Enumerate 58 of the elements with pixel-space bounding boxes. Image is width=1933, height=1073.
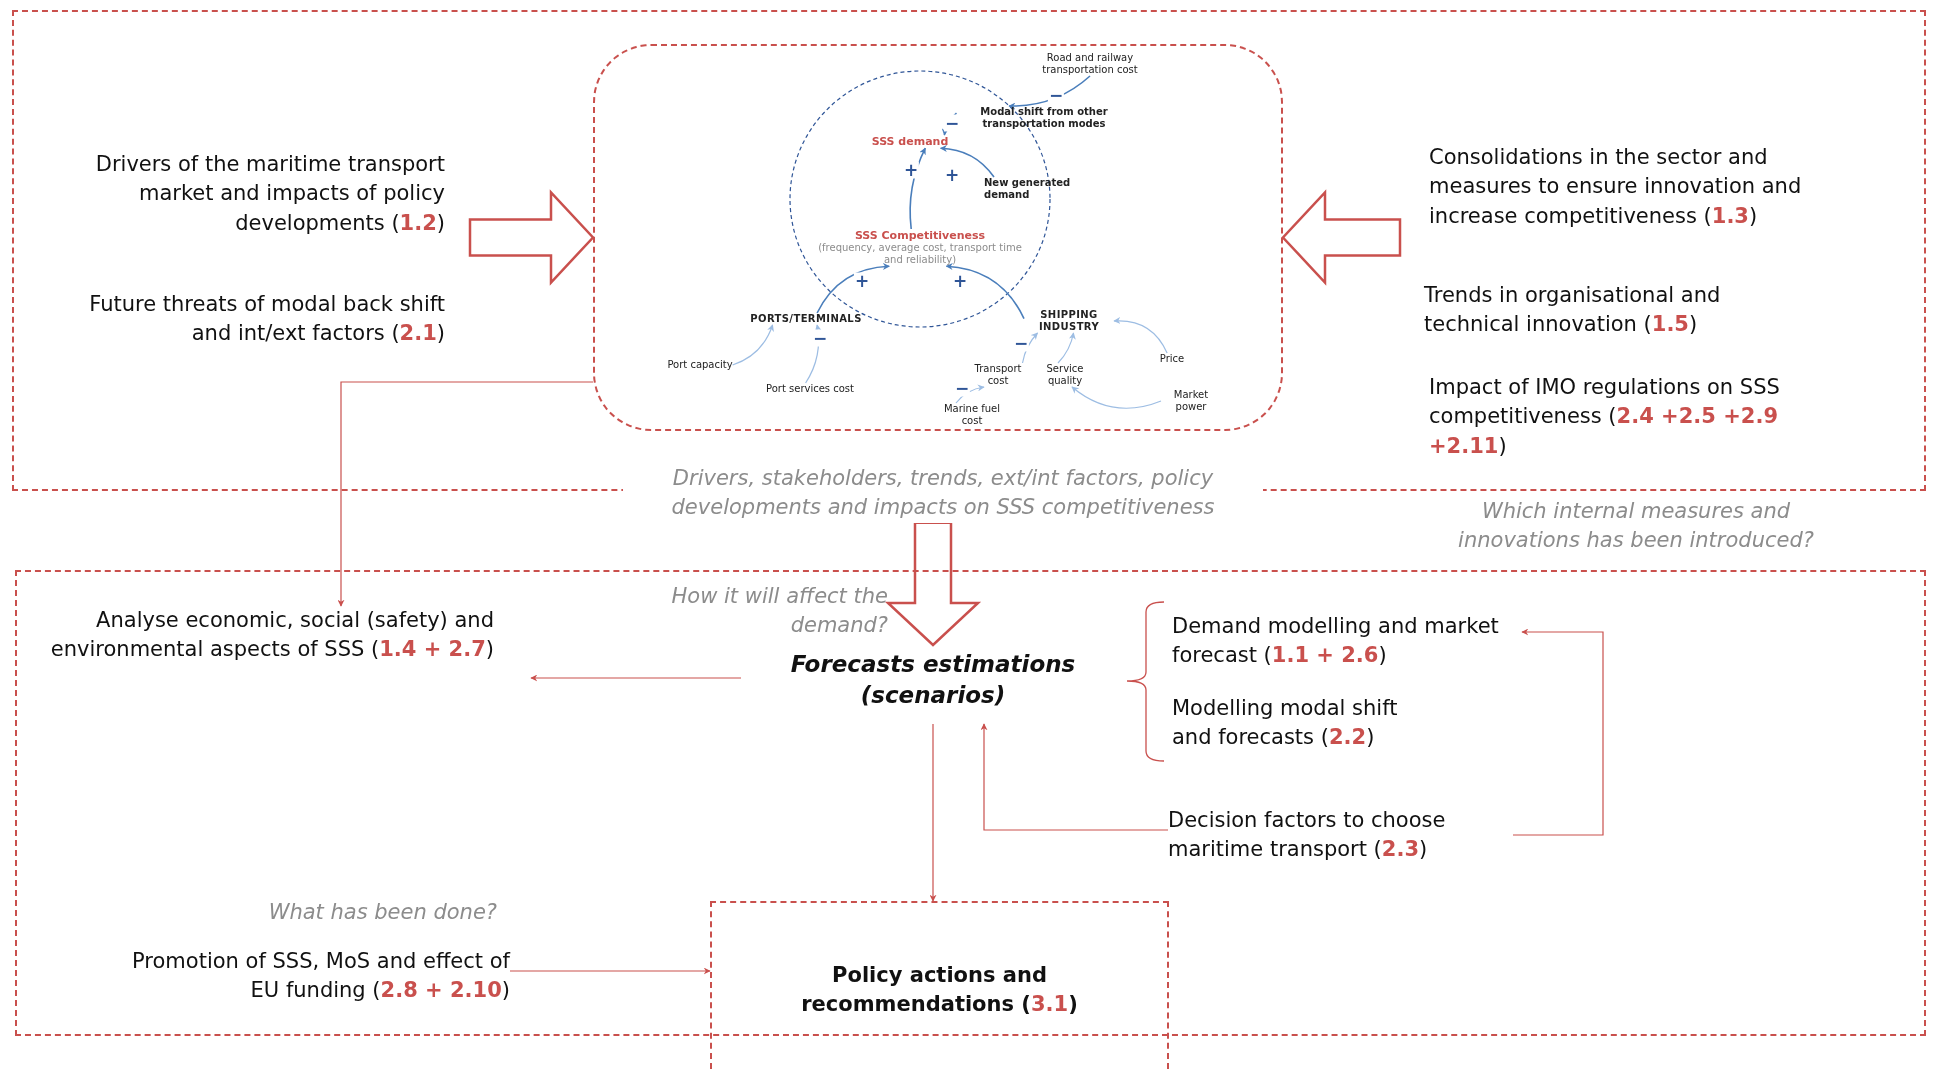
task-text: Trends in organisational and technical innovation (1.5) xyxy=(1424,282,1722,339)
polarity-sign: + xyxy=(902,161,920,179)
arrow xyxy=(1057,332,1076,364)
variable-label: New generated demand xyxy=(984,177,1084,201)
polarity-sign: + xyxy=(951,272,969,290)
arrow xyxy=(980,723,1169,831)
question-text: How it will affect the demand? xyxy=(670,583,888,640)
task-text: Demand modelling and market forecast (1.1 + 2.6) xyxy=(1172,612,1522,671)
variable-label: Marine fuel cost xyxy=(932,403,1012,427)
arrow xyxy=(805,324,822,384)
arrow xyxy=(1021,332,1039,364)
variable-label: Service quality xyxy=(1030,363,1100,387)
arrow xyxy=(816,263,890,314)
arrow xyxy=(939,145,995,178)
variable-label: SSS Competitiveness xyxy=(853,229,987,243)
arrow xyxy=(509,967,711,975)
arrow xyxy=(732,324,774,366)
polarity-sign: − xyxy=(943,114,961,132)
variable-label: Market power xyxy=(1161,389,1221,413)
variable-label: PORTS/TERMINALS xyxy=(750,313,862,325)
variable-label: SSS demand xyxy=(871,135,949,149)
arrow xyxy=(337,381,594,607)
arrow xyxy=(941,112,958,136)
arrow xyxy=(945,263,1025,320)
question-text: What has been done? xyxy=(267,899,497,926)
task-text: Promotion of SSS, MoS and effect of EU funding (2.8 + 2.10) xyxy=(120,947,510,1006)
task-text: Consolidations in the sector and measures to ensure innovation and increase competitiveness (1.3) xyxy=(1429,144,1803,230)
variable-label: Price xyxy=(1159,353,1185,365)
task-text: Drivers of the maritime transport market and impacts of policy developments (1.2) xyxy=(94,151,445,237)
arrow xyxy=(929,723,937,902)
arrow xyxy=(909,147,927,230)
arrow xyxy=(1071,386,1162,409)
arrow xyxy=(530,674,742,682)
policy-box xyxy=(710,901,1169,1069)
variable-note: (frequency, average cost, transport time and reliability) xyxy=(817,242,1023,267)
task-text: Analyse economic, social (safety) and environmental aspects of SSS (1.4 + 2.7) xyxy=(44,606,531,665)
variable-label: SHIPPING INDUSTRY xyxy=(1024,309,1114,333)
polarity-sign: + xyxy=(853,272,871,290)
arrow xyxy=(1113,317,1168,354)
variable-label: Port capacity xyxy=(667,359,733,371)
section-frame xyxy=(15,570,1926,1036)
task-text: Modelling modal shift and forecasts (2.2) xyxy=(1172,694,1442,753)
arrow xyxy=(955,384,985,404)
variable-label: Road and railway transportation cost xyxy=(1015,52,1165,76)
task-text: Impact of IMO regulations on SSS competitiveness (2.4 +2.5 +2.9 +2.11) xyxy=(1429,374,1781,460)
variable-label: Port services cost xyxy=(766,383,854,395)
arrow xyxy=(1008,75,1091,110)
task-text: Future threats of modal back shift and int/ext factors (2.1) xyxy=(88,291,445,348)
question-text: Which internal measures and innovations has been introduced? xyxy=(1457,498,1815,555)
block-arrow xyxy=(1281,189,1402,286)
task-text: Decision factors to choose maritime transport (2.3) xyxy=(1168,806,1513,865)
block-arrow xyxy=(468,189,595,286)
box-title: Policy actions and recommendations (3.1) xyxy=(800,962,1079,1019)
polarity-sign: + xyxy=(943,166,961,184)
arrow xyxy=(1512,628,1604,836)
forecast-heading: Forecasts estimations (scenarios) xyxy=(741,645,1125,724)
block-arrow xyxy=(884,521,982,647)
polarity-sign: − xyxy=(811,329,829,347)
